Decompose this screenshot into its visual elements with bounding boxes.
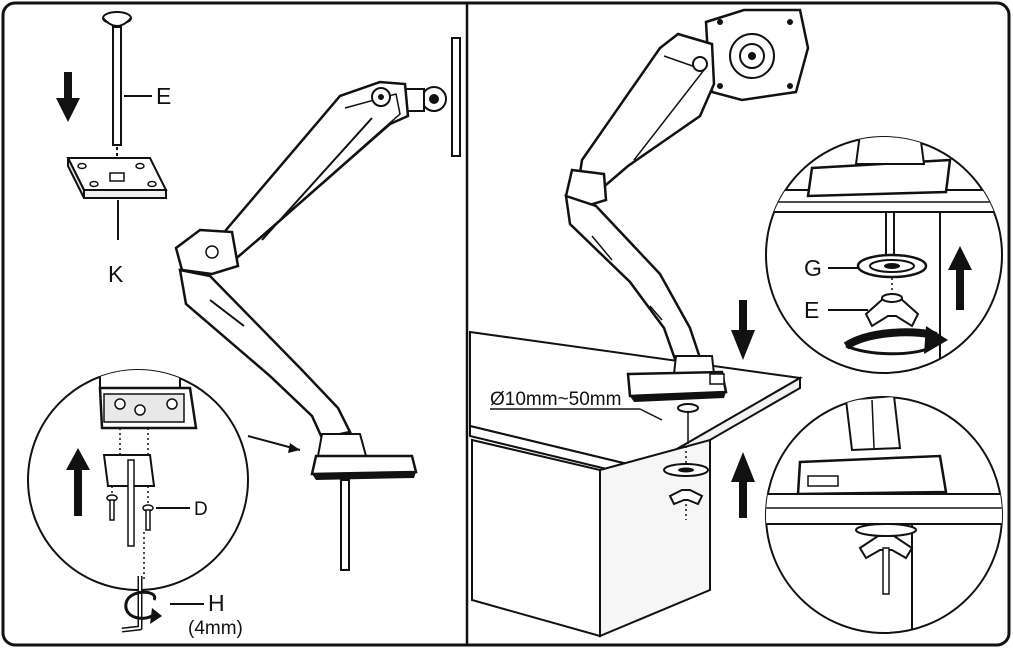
up-arrow-icon [66, 448, 90, 516]
base-plate [66, 157, 168, 199]
label-grommet-g: G [804, 255, 822, 281]
monitor-arm-right [564, 8, 810, 402]
up-arrow-icon [948, 246, 972, 310]
rotate-arrow-icon [843, 326, 948, 356]
desk [469, 330, 804, 638]
zoom-detail-grommet [765, 136, 1003, 374]
zoom-detail-mounted [765, 396, 1003, 634]
monitor-arm-left [174, 37, 461, 571]
screw-d-group [106, 486, 154, 531]
right-panel: Ø10mm~50mm [469, 8, 1003, 638]
label-post-e: E [156, 83, 171, 109]
zoom-detail-clamp [27, 369, 249, 591]
vesa-plate [704, 8, 810, 102]
label-plate-k: K [108, 261, 124, 287]
pointer-arrow-icon [247, 435, 301, 453]
rotate-arrow-icon [124, 590, 162, 624]
up-arrow-icon [731, 452, 755, 518]
label-screw-d: D [194, 499, 208, 520]
down-arrow-icon [731, 300, 755, 360]
label-wrench-h: H [208, 590, 225, 616]
down-arrow-icon [56, 72, 80, 122]
left-panel: E K [27, 11, 461, 639]
grommet-under-desk [663, 446, 709, 520]
label-hole-range: Ø10mm~50mm [490, 389, 621, 410]
label-wrench-size: (4mm) [188, 618, 243, 639]
label-wingnut-e: E [804, 297, 819, 323]
